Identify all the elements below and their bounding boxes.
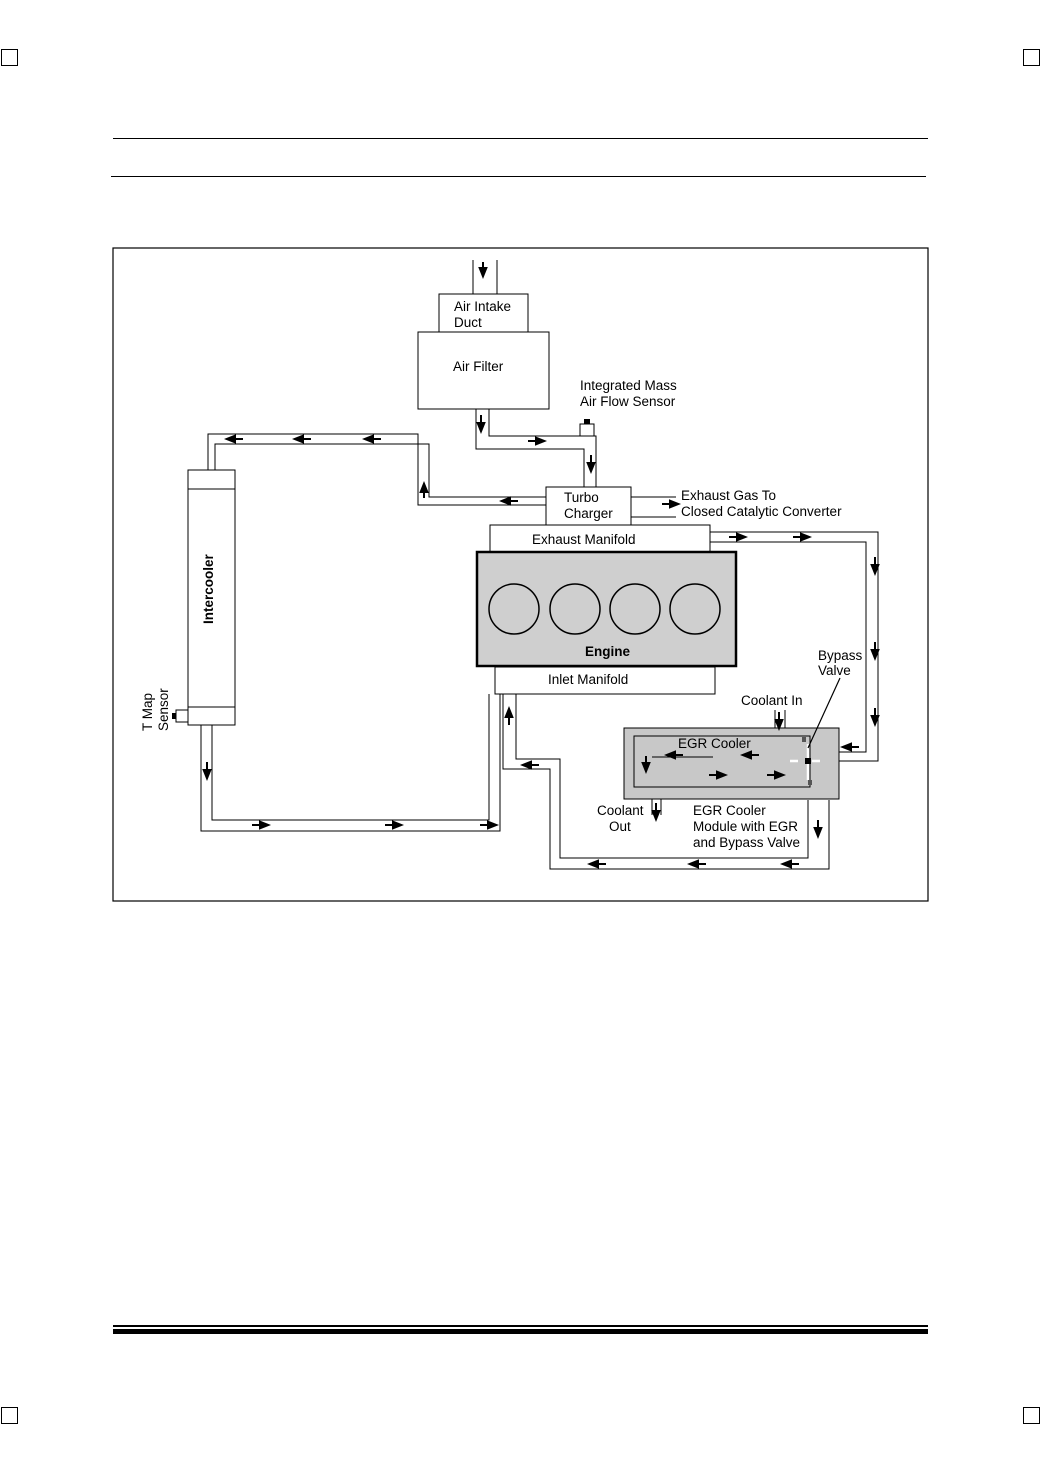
exhaust-gas-label-2: Closed Catalytic Converter [681,504,842,519]
exhaust-gas-label-1: Exhaust Gas To [681,488,776,503]
air-intake-duct-box [438,293,529,333]
egr-module-label-1: EGR Cooler [693,803,766,818]
inlet-manifold-label: Inlet Manifold [548,672,628,687]
egr-module-label-3: and Bypass Valve [693,835,800,850]
corner-mark-bottom-left [1,1407,18,1424]
footer-rule-thin [113,1325,928,1327]
air-filter-label: Air Filter [453,359,504,374]
intercooler-box [187,469,236,726]
coolant-in-label: Coolant In [741,693,803,708]
t-map-sensor-label-2: Sensor [156,688,171,731]
cylinder-4 [669,583,721,635]
header-rule-top [113,138,928,139]
intercooler-label: Intercooler [201,553,216,624]
bypass-valve-label-1: Bypass [818,648,863,663]
coolant-out-label-2: Out [609,819,631,834]
air-intake-duct-label-2: Duct [454,315,482,330]
inlet-manifold-box [494,666,716,695]
maf-sensor-label-1: Integrated Mass [580,378,677,393]
maf-sensor-icon [579,423,595,437]
turbo-charger-label-2: Charger [564,506,613,521]
air-filter-box [417,331,550,410]
cylinder-1 [488,583,540,635]
egr-cooler-label: EGR Cooler [678,736,751,751]
turbo-charger-label-1: Turbo [564,490,599,505]
footer-rule-thick [113,1329,928,1334]
exhaust-manifold-box [489,524,711,553]
maf-sensor-label-2: Air Flow Sensor [580,394,676,409]
air-intake-duct-label-1: Air Intake [454,299,511,314]
exhaust-manifold-label: Exhaust Manifold [532,532,636,547]
cylinder-2 [549,583,601,635]
bypass-valve-label-2: Valve [818,663,851,678]
corner-mark-top-left [1,49,18,66]
coolant-out-label-1: Coolant [597,803,644,818]
turbo-charger-box [545,486,632,526]
t-map-sensor-icon [175,709,189,723]
cylinder-3 [609,583,661,635]
t-map-sensor-label-1: T Map [140,693,155,731]
header-rule-bottom [111,176,926,177]
egr-module-label-2: Module with EGR [693,819,798,834]
engine-label: Engine [585,644,630,659]
